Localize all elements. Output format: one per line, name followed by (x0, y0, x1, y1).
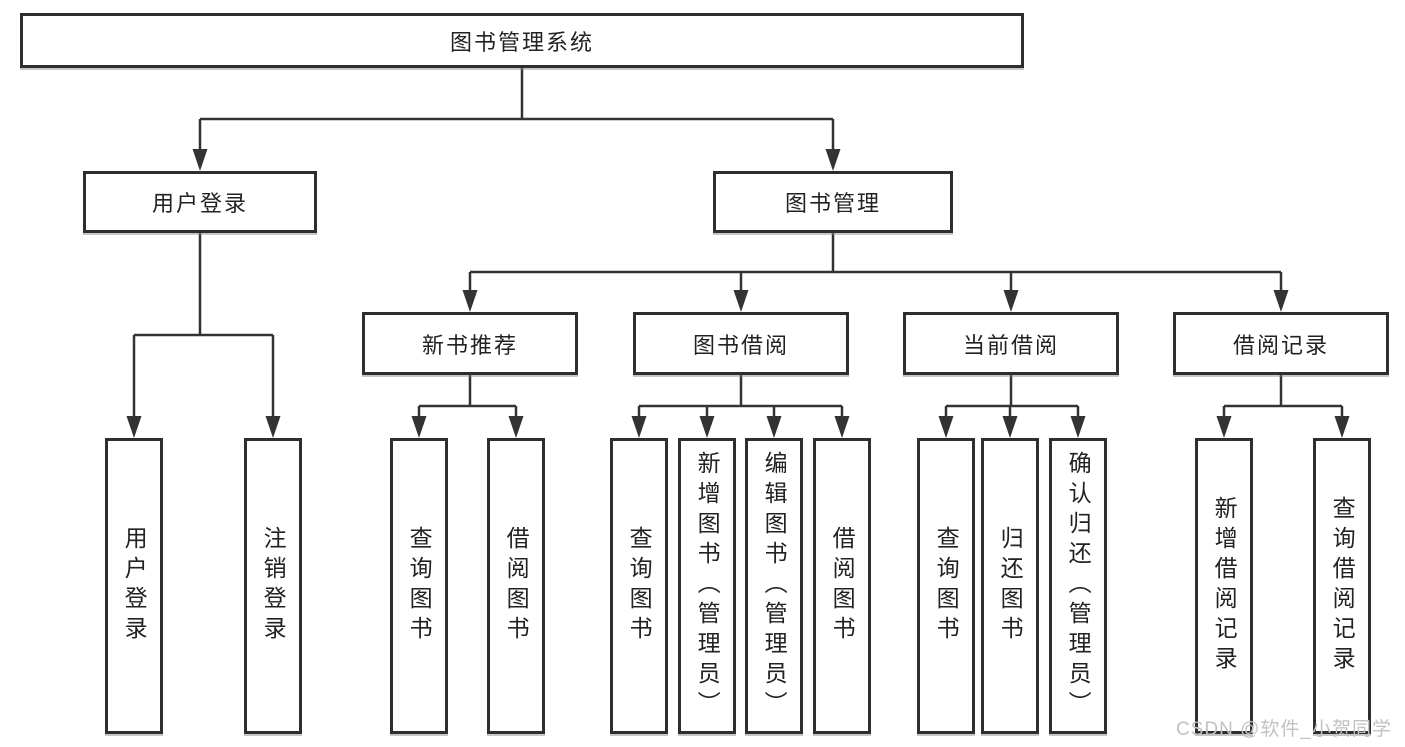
node-book-borrow: 图书借阅 (633, 312, 849, 375)
leaf-rec-query-books-label: 查询图书 (406, 526, 433, 646)
node-borrow-records: 借阅记录 (1173, 312, 1389, 375)
leaf-records-query-record-label: 查询借阅记录 (1329, 496, 1356, 676)
node-root-label: 图书管理系统 (449, 29, 594, 55)
node-root: 图书管理系统 (20, 13, 1024, 68)
node-current-borrow: 当前借阅 (903, 312, 1119, 375)
node-user-login-label: 用户登录 (151, 191, 248, 216)
node-user-login: 用户登录 (83, 171, 317, 233)
leaf-current-confirm-return-admin-label: 确认归还（管理员） (1065, 451, 1092, 721)
leaf-logout-label: 注销登录 (260, 526, 287, 646)
leaf-borrow-query-books: 查询图书 (610, 438, 668, 734)
leaf-borrow-borrow-books: 借阅图书 (813, 438, 871, 734)
node-book-borrow-label: 图书借阅 (692, 332, 789, 358)
node-current-borrow-label: 当前借阅 (962, 332, 1059, 358)
leaf-rec-borrow-books-label: 借阅图书 (503, 526, 530, 646)
leaf-borrow-edit-books-admin-label: 编辑图书（管理员） (761, 451, 788, 721)
node-new-book-recommend: 新书推荐 (362, 312, 578, 375)
leaf-borrow-add-books-admin-label: 新增图书（管理员） (694, 451, 721, 721)
node-book-management: 图书管理 (713, 171, 953, 233)
leaf-current-query-books: 查询图书 (917, 438, 975, 734)
leaf-current-confirm-return-admin: 确认归还（管理员） (1049, 438, 1107, 734)
leaf-records-add-record-label: 新增借阅记录 (1211, 496, 1238, 676)
leaf-current-query-books-label: 查询图书 (933, 526, 960, 646)
leaf-user-login: 用户登录 (105, 438, 163, 734)
csdn-watermark: CSDN @软件_小贺同学 (1176, 719, 1392, 740)
leaf-borrow-add-books-admin: 新增图书（管理员） (678, 438, 736, 734)
leaf-records-add-record: 新增借阅记录 (1195, 438, 1253, 734)
leaf-user-login-label: 用户登录 (121, 526, 148, 646)
leaf-borrow-borrow-books-label: 借阅图书 (829, 526, 856, 646)
leaf-borrow-query-books-label: 查询图书 (626, 526, 653, 646)
leaf-rec-query-books: 查询图书 (390, 438, 448, 734)
node-new-book-recommend-label: 新书推荐 (421, 332, 518, 358)
leaf-current-return-books-label: 归还图书 (997, 526, 1024, 646)
leaf-rec-borrow-books: 借阅图书 (487, 438, 545, 734)
node-book-management-label: 图书管理 (784, 191, 881, 216)
leaf-current-return-books: 归还图书 (981, 438, 1039, 734)
leaf-logout: 注销登录 (244, 438, 302, 734)
leaf-borrow-edit-books-admin: 编辑图书（管理员） (745, 438, 803, 734)
node-borrow-records-label: 借阅记录 (1232, 332, 1329, 358)
leaf-records-query-record: 查询借阅记录 (1313, 438, 1371, 734)
